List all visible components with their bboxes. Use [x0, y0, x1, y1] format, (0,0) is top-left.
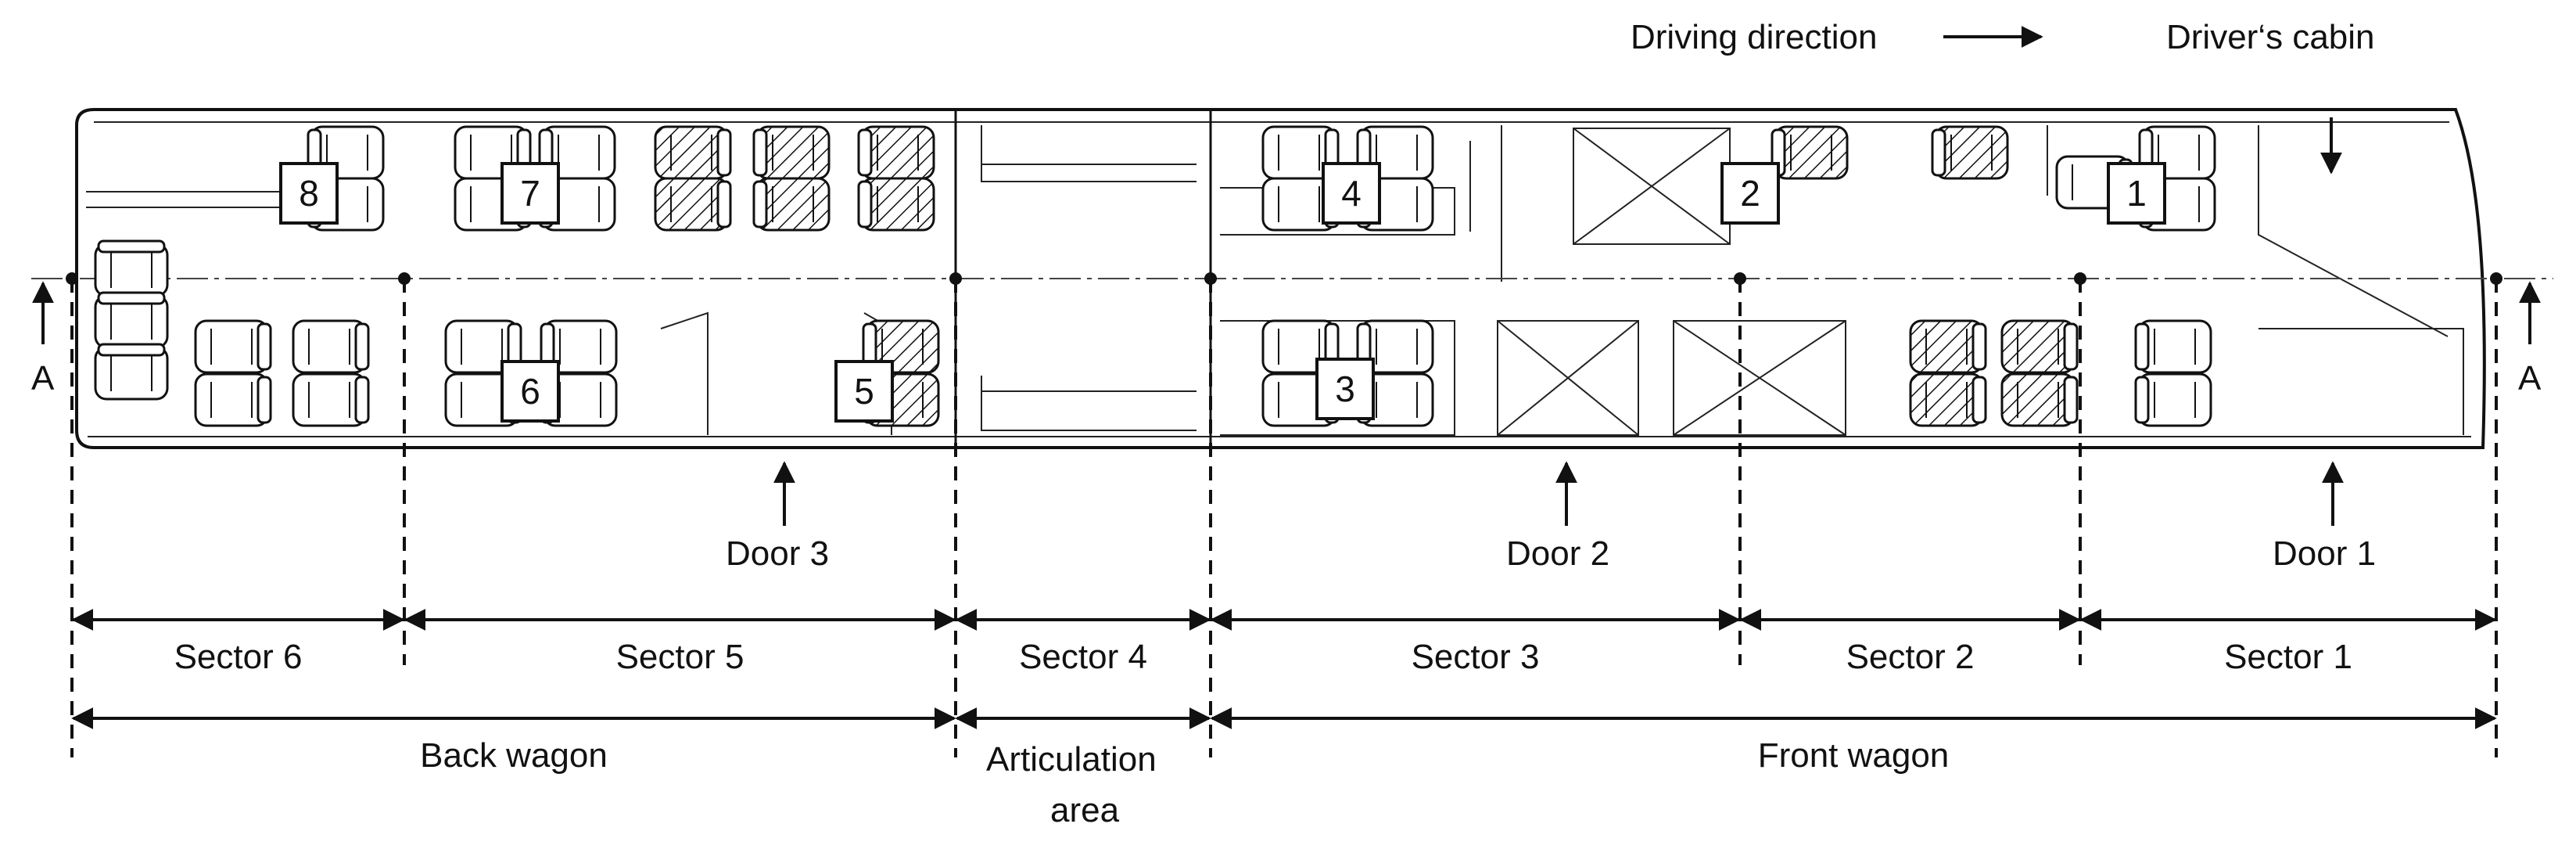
position-marker-2: 2: [1720, 162, 1780, 225]
seat: [654, 177, 732, 232]
seat: [540, 319, 618, 374]
position-marker-box: [500, 360, 560, 423]
position-marker-box: [834, 360, 894, 423]
position-marker-number: 2: [1740, 173, 1760, 214]
sector-label: Sector 3: [1412, 638, 1540, 676]
seat: [1931, 125, 2009, 180]
position-marker-box: [2107, 162, 2166, 225]
seat: [94, 291, 169, 349]
divider-dot: [1204, 272, 1217, 285]
position-marker-number: 6: [520, 371, 540, 412]
sector-dimension-row: Sector 6 Sector 5 Sector 4 Sector 3 Sector 2…: [71, 609, 2497, 676]
divider-dot: [949, 272, 962, 285]
seat: [292, 319, 370, 374]
position-marker-box: [1315, 358, 1375, 420]
divider-dot: [66, 272, 78, 285]
seat: [1771, 125, 1849, 180]
position-marker-box: [279, 162, 339, 225]
seat: [857, 177, 935, 232]
seat: [94, 239, 169, 297]
seat: [857, 125, 935, 180]
seat: [862, 319, 940, 374]
position-marker-box: [1322, 162, 1381, 225]
door-leaf-2a: [1573, 128, 1731, 245]
divider-dot: [398, 272, 411, 285]
seat: [292, 372, 370, 427]
position-marker-5: 5: [834, 360, 894, 423]
position-marker-3: 3: [1315, 358, 1375, 420]
seat: [94, 343, 169, 401]
divider-dot: [1734, 272, 1746, 285]
seat: [2000, 319, 2079, 374]
seat: [1356, 319, 1434, 374]
position-marker-number: 5: [854, 371, 874, 412]
seat: [1909, 319, 1987, 374]
sector-label: Sector 5: [616, 638, 744, 676]
vehicle-outline: [75, 108, 2486, 449]
seat: [2134, 319, 2212, 374]
door-leaf-2b: [1497, 320, 1639, 436]
driving-direction-label: Driving direction: [1631, 18, 1877, 56]
position-marker-number: 8: [299, 173, 319, 214]
seat: [1909, 372, 1987, 427]
door-leaf-2c: [1673, 320, 1846, 436]
wagon-dimension-row: Back wagon Front wagon: [71, 707, 2497, 775]
wagon-label: Front wagon: [1758, 736, 1950, 775]
section-a-right-label: A: [2518, 359, 2542, 398]
position-marker-8: 8: [279, 162, 339, 225]
seat: [538, 125, 616, 180]
sector-label: Sector 2: [1846, 638, 1975, 676]
position-marker-number: 4: [1341, 173, 1362, 214]
position-marker-number: 7: [520, 173, 540, 214]
seat: [194, 372, 272, 427]
position-marker-number: 3: [1335, 369, 1355, 409]
position-marker-4: 4: [1322, 162, 1381, 225]
sector-label: Sector 1: [2224, 638, 2352, 676]
divider-dot: [2490, 272, 2502, 285]
position-markers: 1 2 3 4 5 6 7 8: [279, 162, 2166, 423]
drivers-cabin-label: Driver‘s cabin: [2166, 18, 2375, 56]
position-marker-number: 1: [2126, 173, 2147, 214]
articulation-label-line1: Articulation: [986, 740, 1157, 779]
door-2-label: Door 2: [1506, 534, 1609, 573]
seat: [752, 125, 831, 180]
articulation-label-line2: area: [1050, 791, 1120, 829]
section-a-left-label: A: [31, 359, 55, 398]
seat: [2000, 372, 2079, 427]
sector-label: Sector 4: [1019, 638, 1147, 676]
position-marker-box: [500, 162, 560, 225]
seat: [2134, 372, 2212, 427]
sector-dividers: [66, 272, 2502, 757]
seat: [194, 319, 272, 374]
position-marker-1: 1: [2107, 162, 2166, 225]
divider-dot: [2074, 272, 2086, 285]
position-marker-7: 7: [500, 162, 560, 225]
seats-group: [94, 125, 2216, 427]
sector-label: Sector 6: [174, 638, 303, 676]
position-marker-box: [1720, 162, 1780, 225]
wagon-label: Back wagon: [420, 736, 608, 775]
seat: [752, 177, 831, 232]
door-1-label: Door 1: [2273, 534, 2376, 573]
seat: [654, 125, 732, 180]
door-3-label: Door 3: [726, 534, 829, 573]
position-marker-6: 6: [500, 360, 560, 423]
